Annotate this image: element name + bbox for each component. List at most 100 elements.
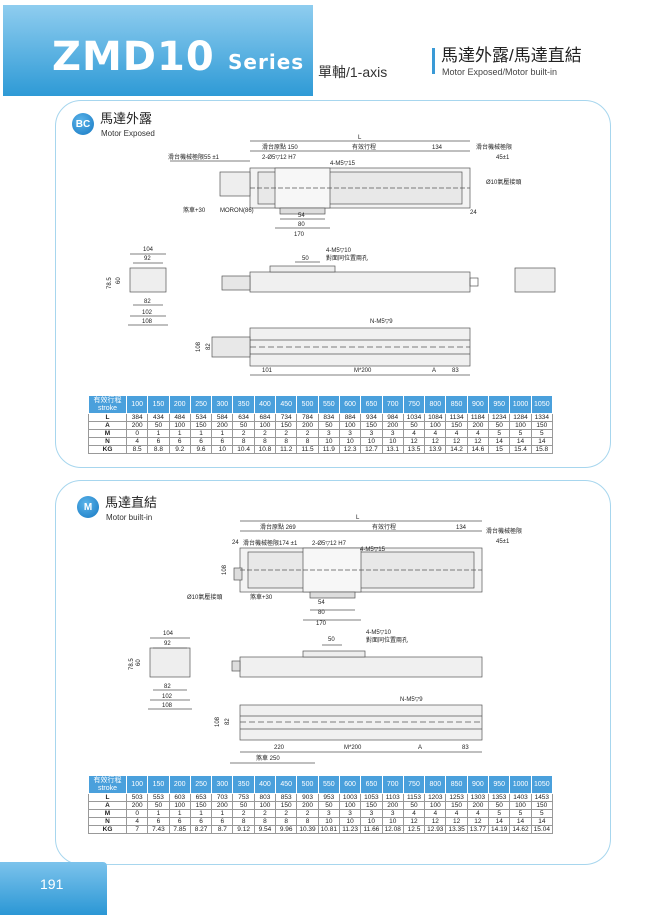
- dimension-label: 78.5: [107, 277, 113, 289]
- section-badge: BC: [72, 113, 94, 135]
- section-motor-exposed: [55, 100, 611, 468]
- dimension-label: L: [358, 135, 362, 141]
- axis-label: 單軸/1-axis: [318, 64, 388, 80]
- page-number-tab: [0, 862, 107, 915]
- section-subtitle: Motor Exposed: [101, 129, 155, 138]
- dimension-label: 80: [318, 610, 325, 616]
- header-label: 有效行程: [93, 396, 122, 404]
- dimension-label: 102: [162, 694, 173, 700]
- stroke-cell: 700: [381, 395, 404, 414]
- dimension-label: 54: [298, 213, 305, 219]
- stroke-cell: 150: [147, 775, 170, 794]
- dimension-label: 108: [222, 564, 228, 575]
- dimension-label: 滑台機械極限: [476, 143, 512, 151]
- dimension-label: 134: [432, 145, 443, 151]
- dimension-label: N-M5▽9: [400, 697, 423, 703]
- dimension-label: 煞車+30: [183, 206, 206, 214]
- stroke-cell: 850: [445, 775, 468, 794]
- stroke-cell: 550: [317, 395, 340, 414]
- dimension-label: 108: [142, 319, 153, 325]
- dimension-label: 78.5: [129, 658, 135, 670]
- series-label: Series: [228, 50, 305, 74]
- stroke-cell: 750: [402, 775, 426, 794]
- stroke-cell: 650: [360, 395, 383, 414]
- header-label: 有效行程: [93, 776, 122, 784]
- dimension-label: 滑台機械極限: [486, 527, 522, 535]
- dimension-label: Ø10氣壓接頭: [486, 178, 521, 186]
- dimension-label: 101: [262, 368, 273, 374]
- section-badge: M: [77, 496, 99, 518]
- dimension-label: A: [418, 745, 422, 751]
- dimension-label: 220: [274, 745, 285, 751]
- dimension-label: 對面同位置兩孔: [326, 254, 368, 262]
- dimension-label: 82: [206, 343, 212, 350]
- dimension-label: L: [356, 515, 360, 521]
- dimension-label: 50: [328, 637, 335, 643]
- dimension-label: 滑台原點 269: [260, 523, 296, 531]
- table-cell: 15.04: [530, 825, 554, 834]
- section-title: 馬達外露: [100, 111, 153, 126]
- dimension-label: 2-Ø5▽12 H7: [262, 155, 297, 161]
- dimension-label: 4-M5▽10: [366, 630, 392, 636]
- category-subtitle: Motor Exposed/Motor built-in: [442, 67, 558, 77]
- dimension-label: 有效行程: [372, 523, 396, 531]
- dimension-label: 170: [294, 232, 305, 238]
- stroke-cell: 850: [445, 395, 468, 414]
- bottom-view-drawing: [211, 327, 471, 376]
- dimension-label: 82: [164, 684, 171, 690]
- dimension-label: 24: [232, 540, 239, 546]
- stroke-cell: 750: [402, 395, 426, 414]
- dimension-label: 83: [462, 745, 469, 751]
- dimension-label: 煞車+30: [250, 593, 273, 601]
- stroke-cell: 650: [360, 775, 383, 794]
- dimension-label: 83: [452, 368, 459, 374]
- dimension-label: 80: [298, 222, 305, 228]
- end-view-left-drawing: [128, 253, 168, 326]
- section-title: 馬達直結: [105, 495, 158, 510]
- stroke-cell: 700: [381, 775, 404, 794]
- dimension-label: 有效行程: [352, 143, 376, 151]
- section-subtitle: Motor built-in: [106, 513, 153, 522]
- page-number: 191: [40, 876, 64, 892]
- table-cell: 15.8: [530, 445, 554, 454]
- stroke-cell: 500: [296, 395, 319, 414]
- stroke-cell: 400: [253, 775, 277, 794]
- stroke-cell: 200: [168, 775, 191, 794]
- dimension-label: 92: [164, 641, 171, 647]
- stroke-cell: 900: [466, 395, 490, 414]
- dimension-label: 82: [225, 718, 231, 725]
- dimension-label: 滑台機械極限55 ±1: [168, 153, 220, 161]
- stroke-cell: 100: [125, 775, 149, 794]
- dimension-label: 108: [196, 341, 202, 352]
- dimension-label: M*200: [354, 368, 372, 374]
- stroke-cell: 1050: [530, 775, 554, 794]
- dimension-label: 45±1: [496, 155, 510, 161]
- stroke-cell: 200: [168, 395, 191, 414]
- header-sublabel: stroke: [97, 784, 118, 792]
- dimension-label: M*200: [344, 745, 362, 751]
- dimension-label: Ø10氣壓接頭: [187, 593, 222, 601]
- dimension-label: N-M5▽9: [370, 319, 393, 325]
- dimension-label: 82: [144, 299, 151, 305]
- stroke-cell: 600: [338, 395, 362, 414]
- end-view-right-drawing: [514, 267, 556, 293]
- stroke-cell: 350: [232, 395, 255, 414]
- dimension-label: 45±1: [496, 539, 510, 545]
- dimension-label: 24: [470, 210, 477, 216]
- category-title: 馬達外露/馬達直結: [441, 46, 582, 65]
- dimension-label: A: [432, 368, 436, 374]
- dimension-label: 對面同位置兩孔: [366, 636, 408, 644]
- product-title: ZMD10: [52, 34, 215, 80]
- dimension-label: 4-M5▽15: [360, 547, 386, 553]
- dimension-label: 54: [318, 600, 325, 606]
- dimension-label: 4-M5▽15: [330, 161, 356, 167]
